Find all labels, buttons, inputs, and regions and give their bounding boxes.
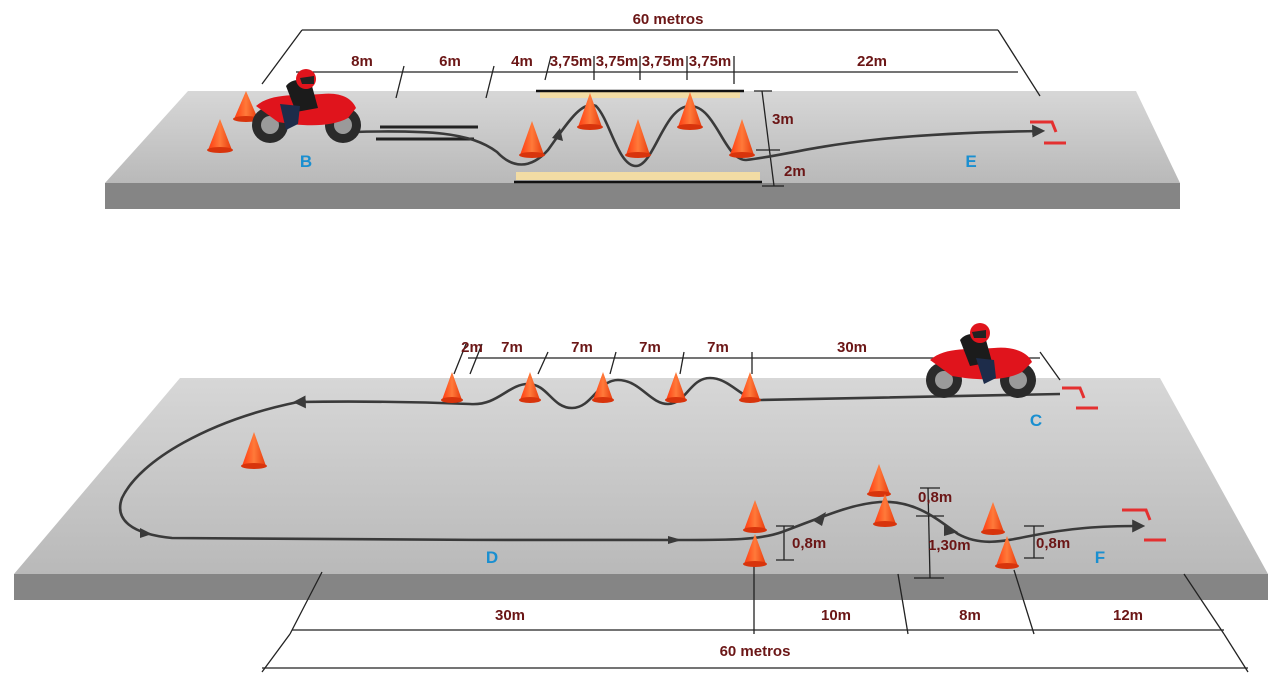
top-course: 60 metros 8m 6m 4m 3,75m 3,75m 3,75m 3,7…: [105, 11, 1180, 209]
top-cone-3: [519, 121, 545, 158]
top-lane-strip-lower: [516, 172, 760, 180]
top-segment-label-3: 4m: [511, 53, 533, 70]
bottom-top-segment-label-4: 7m: [639, 339, 661, 356]
bottom-lower-segment-label-2: 10m: [821, 607, 851, 624]
bottom-start-marker: [1062, 386, 1098, 410]
top-start-point-label: B: [300, 152, 312, 171]
top-segment-label-8: 22m: [857, 53, 887, 70]
bottom-total-left-extension: [261, 633, 291, 673]
bottom-riding-path-lower: [679, 500, 1146, 544]
bottom-top-tick-6: [1039, 351, 1061, 381]
top-cone-4: [577, 93, 603, 130]
top-total-left-extension: [261, 29, 303, 85]
top-total-label: 60 metros: [633, 11, 704, 28]
top-segment-label-6: 3,75m: [642, 53, 685, 70]
bottom-motorcycle: [926, 323, 1036, 398]
bottom-total-label: 60 metros: [720, 643, 791, 660]
top-lane-width-inner-label: 2m: [784, 163, 806, 180]
bottom-path-loop-arrow: [140, 528, 152, 538]
top-cone-6: [677, 92, 703, 130]
top-cone-7: [729, 119, 755, 158]
top-lane-strip-upper: [540, 92, 740, 98]
bottom-cone-1: [441, 372, 463, 403]
bottom-path-chicane-arrow-2: [944, 524, 958, 536]
bottom-cone-6: [241, 432, 267, 469]
top-cone-2: [207, 119, 233, 153]
top-finish-marker: [1030, 120, 1066, 145]
bottom-cone-3: [592, 372, 614, 403]
bottom-path-straight-arrow: [668, 536, 682, 544]
bottom-lower-tick-4: [1183, 573, 1225, 635]
top-motorcycle: [252, 69, 361, 143]
top-riding-path: [349, 103, 1046, 168]
bottom-top-segment-label-6: 30m: [837, 339, 867, 356]
bottom-top-tick-4: [679, 351, 685, 375]
top-tick-1: [395, 65, 405, 99]
bottom-top-tick-2: [537, 351, 549, 375]
top-tick-3: [544, 55, 552, 81]
bottom-track-surface: [14, 378, 1268, 574]
top-total-right-extension: [997, 29, 1041, 97]
gap-label-2: 0,8m: [918, 489, 952, 506]
bottom-cone-4: [665, 372, 687, 403]
bottom-lower-segment-label-3: 8m: [959, 607, 981, 624]
bottom-riding-path-loop: [118, 400, 681, 542]
bottom-top-segment-label-3: 7m: [571, 339, 593, 356]
bottom-top-tick-1: [469, 343, 483, 375]
bottom-cone-8: [743, 534, 767, 567]
gap-label-4: 0,8m: [1036, 535, 1070, 552]
top-cone-1: [233, 91, 259, 122]
bottom-path-chicane-arrow: [812, 512, 826, 526]
top-lane-width-line: [761, 90, 775, 187]
bottom-top-segment-label-1: 2m: [461, 339, 483, 356]
bottom-top-tick-3: [609, 351, 617, 375]
gap-marker-2-line: [927, 487, 931, 579]
top-segment-label-4: 3,75m: [550, 53, 593, 70]
bottom-top-tick-0: [453, 343, 467, 375]
bottom-cone-5: [739, 372, 761, 403]
bottom-track-edge: [14, 574, 1268, 600]
gap-label-1: 0,8m: [792, 535, 826, 552]
bottom-top-segment-label-2: 7m: [501, 339, 523, 356]
bottom-end-point-label: F: [1095, 548, 1105, 567]
bottom-lower-tick-3: [1013, 569, 1035, 635]
bottom-mid-point-label: D: [486, 548, 498, 567]
bottom-total-right-extension: [1223, 633, 1249, 673]
top-cone-5: [625, 119, 651, 158]
bottom-cone-10: [873, 494, 897, 527]
bottom-lower-tick-0: [289, 571, 323, 635]
bottom-course: 2m 7m 7m 7m 7m 30m 30m 10m 8m 12m 60 met…: [14, 323, 1268, 673]
bottom-finish-marker: [1122, 508, 1166, 542]
top-track-edge: [105, 183, 1180, 209]
bottom-cone-11: [981, 502, 1005, 535]
bottom-riding-path-upper: [292, 376, 1061, 410]
top-path-mid-arrow: [552, 128, 563, 141]
top-segment-label-1: 8m: [351, 53, 373, 70]
bottom-cone-7: [743, 500, 767, 533]
bottom-lower-tick-2: [897, 573, 909, 635]
top-segment-label-5: 3,75m: [596, 53, 639, 70]
bottom-start-point-label: C: [1030, 411, 1042, 430]
gap-label-3: 1,30m: [928, 537, 971, 554]
bottom-cone-12: [995, 536, 1019, 569]
bottom-top-segment-label-5: 7m: [707, 339, 729, 356]
top-tick-2: [485, 65, 495, 99]
bottom-lower-segment-label-1: 30m: [495, 607, 525, 624]
bottom-cone-2: [519, 372, 541, 403]
top-segment-label-2: 6m: [439, 53, 461, 70]
top-segment-label-7: 3,75m: [689, 53, 732, 70]
top-end-point-label: E: [965, 152, 976, 171]
bottom-lower-segment-label-4: 12m: [1113, 607, 1143, 624]
top-lane-width-outer-label: 3m: [772, 111, 794, 128]
